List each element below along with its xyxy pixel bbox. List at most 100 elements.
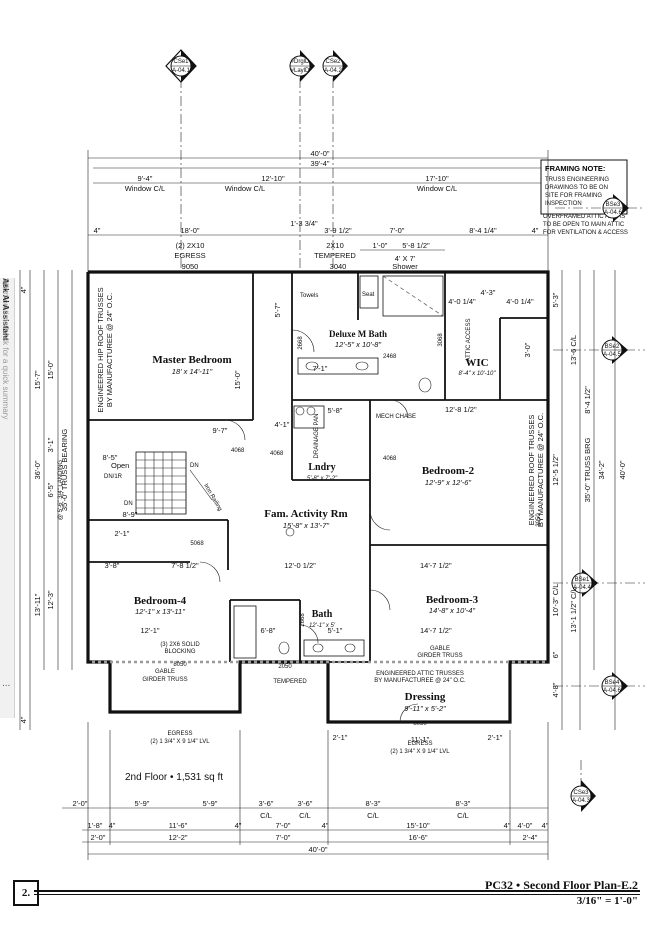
stairs bbox=[135, 451, 187, 515]
attic-note-line3: FOR VENTILATION & ACCESS bbox=[543, 230, 628, 236]
dim-right-40: 40'-0" bbox=[618, 460, 627, 479]
room-dressing-name: Dressing bbox=[405, 691, 446, 703]
dim-right-13-1: 13'-1 1/2" C/L bbox=[569, 587, 578, 632]
dim-top-4b: 4" bbox=[532, 226, 539, 235]
dim-left-truss: 35'-0" TRUSS BEARING bbox=[60, 429, 69, 511]
note-gable-left: GABLE bbox=[155, 669, 175, 675]
label-iron-railing: Iron Railing bbox=[202, 483, 222, 512]
section-bse4-ref: A-04.6 bbox=[603, 688, 621, 694]
dim-overall2-top: 39'-4" bbox=[310, 159, 329, 168]
lvl-left-bottom: (2) 1 3/4" X 9 1/4" LVL bbox=[150, 739, 210, 745]
door-4068-master: 4068 bbox=[231, 448, 245, 454]
note-attic-trusses: ENGINEERED ATTIC TRUSSES bbox=[376, 671, 464, 677]
dim-bot-8-3b: 8'-3" bbox=[456, 799, 471, 808]
room-family-size: 15'-8" x 13'-7" bbox=[283, 521, 329, 530]
window-8050-right: 8050 bbox=[413, 721, 427, 727]
floor-area-label: 2nd Floor • 1,531 sq ft bbox=[125, 772, 224, 783]
title-rule-1 bbox=[34, 890, 640, 892]
ai-icon: ✎ bbox=[2, 280, 10, 290]
section-cse2-ref: A-04.2 bbox=[324, 68, 342, 74]
dim-left-4b: 4" bbox=[19, 716, 28, 723]
section-drgl-name: #DrglD bbox=[291, 59, 310, 65]
room-laundry-name: Lndry bbox=[308, 462, 335, 473]
label-stair-dn: DN bbox=[190, 463, 199, 469]
dim-bed4-2-1: 2'-1" bbox=[115, 529, 130, 538]
dim-fam-width: 12'-0 1/2" bbox=[284, 561, 316, 570]
section-cse3-name: CSe3 bbox=[573, 790, 589, 796]
room-wic-name: WIC bbox=[465, 357, 488, 369]
dim-stair-8-5: 8'-5" bbox=[103, 453, 118, 462]
egress-right-bottom: EGRESS bbox=[407, 741, 432, 747]
section-bse4-name: BSe4 bbox=[605, 680, 620, 686]
attic-note-line1: OVERFRAMED ATTIC AREAS bbox=[543, 214, 625, 220]
section-marker-bse2: BSe2 A-04.5 bbox=[553, 336, 645, 364]
dim-bot-4e: 4" bbox=[542, 821, 549, 830]
section-bse1-name: BSe1 bbox=[575, 577, 590, 583]
ai-assistant-sidebar[interactable]: ✎ Ask AI Assistant Short on time? Ask fo… bbox=[0, 278, 15, 718]
section-cse2-name: CSe2 bbox=[325, 59, 341, 65]
dim-left-4a: 4" bbox=[19, 286, 28, 293]
dim-top-4a: 4" bbox=[94, 226, 101, 235]
dim-seg1: 9'-4" bbox=[138, 174, 153, 183]
dim-bot-4a: 4" bbox=[109, 821, 116, 830]
dim-right-6: 6" bbox=[551, 651, 560, 658]
section-cse3-ref: A-04.3 bbox=[572, 798, 590, 804]
dim-left-landing: @ 5'-6" 3/4" LANDING bbox=[58, 460, 64, 521]
page-number: 2. bbox=[13, 880, 39, 906]
dim-wic-4-0b: 4'-0 1/4" bbox=[506, 297, 534, 306]
tempered-top: TEMPERED bbox=[314, 251, 356, 260]
room-family-name: Fam. Activity Rm bbox=[264, 508, 347, 520]
dim-dressing-11-1: 11'-1" bbox=[411, 735, 430, 744]
dim-right-8-4: 8'-4 1/2" bbox=[583, 386, 592, 414]
lvl-right-bottom: (2) 1 3/4" X 9 1/4" LVL bbox=[390, 749, 450, 755]
dim-bot-7-0: 7'-0" bbox=[276, 821, 291, 830]
egress-label-top: EGRESS bbox=[174, 251, 205, 260]
dim-bed4-3-8: 3'-8" bbox=[105, 561, 120, 570]
plan-scale: 3/16" = 1'-0" bbox=[576, 895, 638, 907]
room-dressing-size: 9'-11" x 5'-2" bbox=[404, 704, 446, 713]
dim-bed3-width2: 14'-7 1/2" bbox=[420, 626, 452, 635]
framing-note-line2: DRAWINGS TO BE ON bbox=[545, 185, 608, 191]
door-5068: 5068 bbox=[190, 541, 204, 547]
label-drainage-pan: DRAINAGE PAN bbox=[314, 414, 320, 459]
room-bedroom2-size: 12'-9" x 12'-6" bbox=[425, 478, 471, 487]
section-bse2-ref: A-04.5 bbox=[603, 352, 621, 358]
section-marker-bse1: BSe1 A-04.4 bbox=[553, 569, 645, 597]
room-bedroom2-name: Bedroom-2 bbox=[422, 465, 475, 477]
label-attic-access: ATTIC ACCESS bbox=[466, 319, 472, 362]
dim-master-9-7: 9'-7" bbox=[213, 426, 228, 435]
dim-bot-40: 40'-0" bbox=[308, 845, 327, 854]
top-dimensions: 40'-0" 39'-4" 9'-4" 12'-10" 17'-10" Wind… bbox=[88, 149, 548, 271]
dim-bot-16-6: 16'-6" bbox=[408, 833, 427, 842]
dim-dressing-2-1b: 2'-1" bbox=[488, 733, 503, 742]
dim-seg3: 17'-10" bbox=[425, 174, 449, 183]
section-marker-cse1-top: CSe1 A-04.1 bbox=[165, 49, 197, 270]
dim-left-3-1: 3'-1" bbox=[46, 437, 55, 452]
dim-bot-cl3: C/L bbox=[367, 811, 379, 820]
label-open: Open bbox=[111, 461, 129, 470]
section-bse3-ref: A-04.6 bbox=[604, 210, 622, 216]
dim-bot-8-3a: 8'-3" bbox=[366, 799, 381, 808]
door-4068-bed2: 4068 bbox=[383, 456, 397, 462]
dim-bot-5-9b: 5'-9" bbox=[203, 799, 218, 808]
room-bedroom3-size: 14'-8" x 10'-4" bbox=[429, 606, 475, 615]
window-3050: 3050 bbox=[536, 513, 542, 527]
more-options-icon[interactable]: ... bbox=[2, 678, 11, 689]
door-2668-bath: 2668 bbox=[298, 336, 304, 350]
ask-ai-assistant-button[interactable]: Ask AI Assistant bbox=[1, 278, 10, 341]
dim-top-5-8: 5'-8 1/2" bbox=[402, 241, 430, 250]
room-wic-size: 8'-4" x 10'-10" bbox=[459, 371, 497, 377]
dim-stair-8-9: 8'-9" bbox=[123, 510, 138, 519]
window-code-9050: 9050 bbox=[182, 262, 199, 271]
dim-left-12-3: 12'-3" bbox=[46, 590, 55, 609]
summary-prompt[interactable]: Short on time? Ask for a quick summary bbox=[1, 278, 10, 420]
dim-bed4-width: 12'-1" bbox=[140, 626, 159, 635]
section-marker-drgl: #DrglD #LaylD bbox=[289, 50, 315, 270]
title-rule-2 bbox=[34, 894, 640, 895]
dim-bath-6-8: 6'-8" bbox=[261, 626, 276, 635]
dim-bed4-7-8: 7'-8 1/2" bbox=[171, 561, 199, 570]
section-cse1-name: CSe1 bbox=[173, 59, 189, 65]
note-blocking: BLOCKING bbox=[164, 649, 195, 655]
dim-dressing-2-1a: 2'-1" bbox=[333, 733, 348, 742]
interior-walls bbox=[88, 272, 548, 663]
